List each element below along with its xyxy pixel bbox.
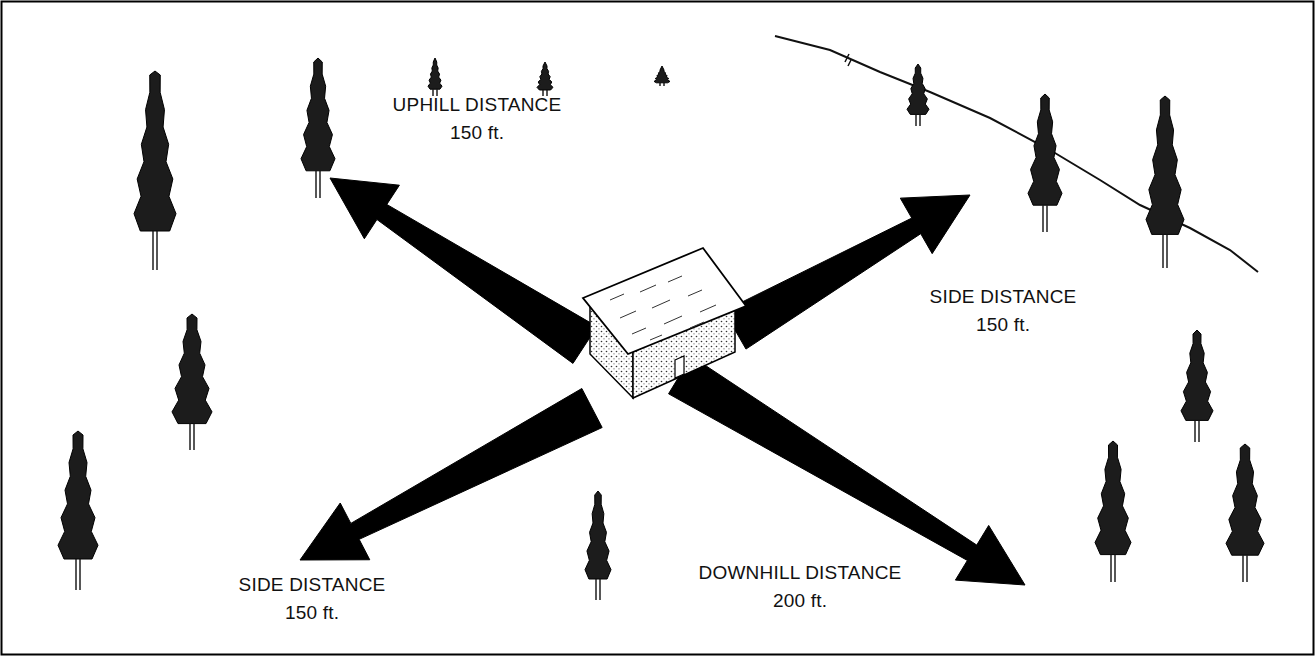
house-roof	[583, 248, 746, 354]
tree-trunk	[916, 114, 920, 126]
tree-crown	[1146, 96, 1184, 234]
conifer-tree	[1028, 94, 1062, 232]
tree-crown	[1095, 441, 1131, 555]
house-door	[675, 356, 684, 378]
conifer-tree	[134, 71, 176, 270]
distance-label: 150 ft.	[976, 314, 1030, 336]
tree-crown	[907, 64, 929, 114]
conifer-tree	[301, 58, 335, 198]
conifer-tree	[907, 64, 929, 126]
tree-crown	[585, 491, 611, 579]
slope-line	[775, 36, 1258, 272]
tree-trunk	[1043, 205, 1047, 232]
roof-shingle-marks	[610, 276, 716, 340]
tree-trunk	[660, 83, 664, 86]
conifer-tree	[172, 314, 212, 450]
tree-trunk	[316, 171, 320, 198]
conifer-tree	[1095, 441, 1131, 582]
tree-crown	[1181, 330, 1213, 420]
tree-crown	[1028, 94, 1062, 205]
tree-crown	[134, 71, 176, 231]
tree-crown	[172, 314, 212, 424]
conifer-tree	[1146, 96, 1184, 268]
conifer-tree	[654, 66, 670, 86]
conifer-tree	[58, 431, 98, 590]
distance-label: 200 ft.	[773, 590, 827, 612]
tree-trunk	[596, 579, 600, 600]
tree-crown	[301, 58, 335, 171]
conifer-tree	[428, 58, 442, 96]
tree-trunk	[1163, 234, 1167, 268]
distance-arrows	[300, 178, 1025, 585]
house	[583, 248, 746, 398]
tree-crown	[58, 431, 98, 559]
tree-crown	[537, 62, 553, 90]
distance-arrow	[330, 178, 597, 363]
grass-tuft	[845, 54, 851, 66]
distance-arrow	[300, 388, 602, 560]
conifer-tree	[537, 62, 553, 96]
tree-group	[58, 58, 1264, 600]
tree-trunk	[1195, 420, 1199, 442]
distance-label: UPHILL DISTANCE	[393, 94, 562, 116]
conifer-tree	[1226, 444, 1264, 582]
tree-trunk	[153, 231, 157, 270]
distance-label: SIDE DISTANCE	[239, 574, 386, 596]
distance-arrow	[669, 356, 1025, 585]
tree-crown	[654, 66, 670, 83]
conifer-tree	[1181, 330, 1213, 442]
tree-trunk	[76, 559, 80, 590]
distance-label: SIDE DISTANCE	[930, 286, 1077, 308]
distance-label: 150 ft.	[285, 602, 339, 624]
tree-trunk	[1243, 555, 1247, 582]
distance-label: 150 ft.	[450, 122, 504, 144]
tree-trunk	[190, 424, 194, 450]
distance-label: DOWNHILL DISTANCE	[699, 562, 902, 584]
tree-trunk	[1111, 555, 1115, 582]
tree-crown	[1226, 444, 1264, 555]
tree-crown	[428, 58, 442, 89]
distance-arrow	[724, 195, 970, 349]
conifer-tree	[585, 491, 611, 600]
